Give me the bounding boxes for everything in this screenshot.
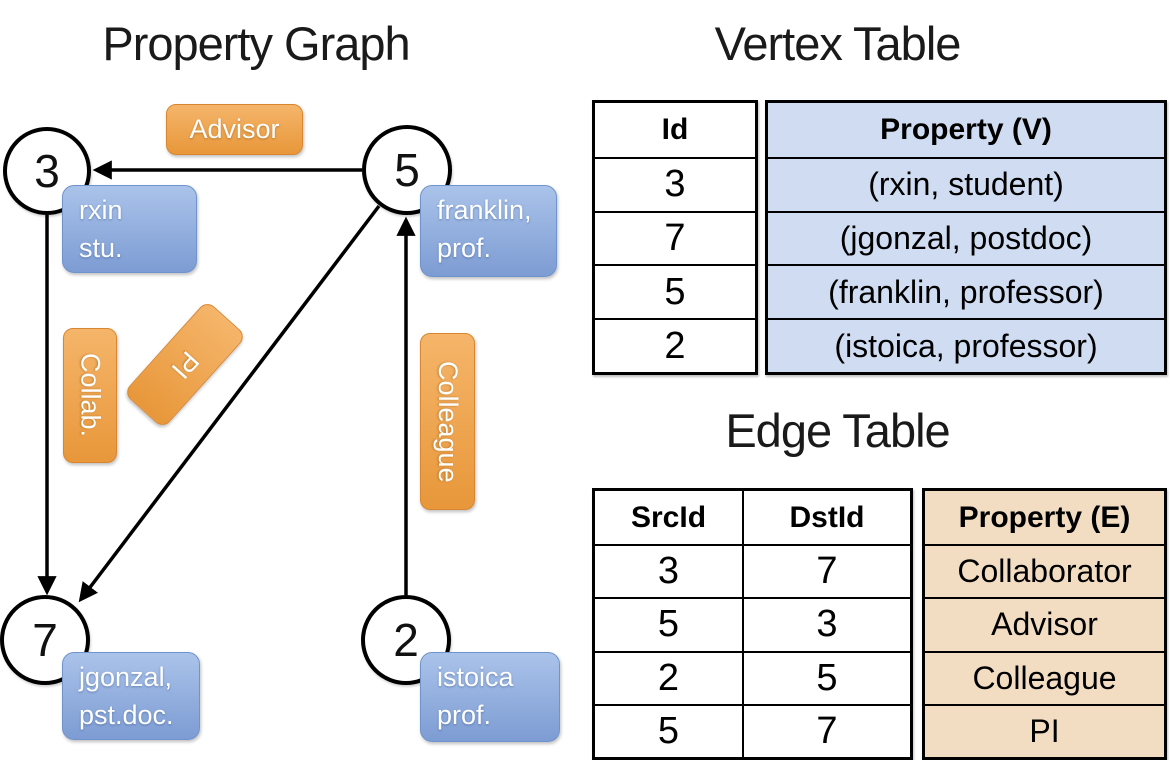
edge-label-advisor-text: Advisor bbox=[189, 114, 280, 144]
vertex-property-line: istoica bbox=[437, 662, 514, 692]
vertex-property-line: prof. bbox=[437, 700, 492, 730]
edge-table-dstid-cell: 3 bbox=[742, 597, 910, 651]
edge-table-srcid-cell: 5 bbox=[595, 597, 742, 650]
vertex-node-2: 2 bbox=[361, 595, 451, 685]
edge-label-collab-text: Collab. bbox=[75, 353, 106, 438]
vertex-table-id-cell: 2 bbox=[595, 318, 755, 372]
edge-line-pi bbox=[78, 204, 381, 603]
vertex-table-property-cell: (istoica, professor) bbox=[768, 318, 1164, 372]
edge-table-srcid-cell: 3 bbox=[595, 544, 742, 597]
edge-label-colleague: Colleague bbox=[420, 333, 475, 510]
edge-label-pi-text: PI bbox=[165, 345, 206, 385]
vertex-table-id-cell: 7 bbox=[595, 210, 755, 265]
vertex-property-box-2: istoica prof. bbox=[420, 652, 560, 742]
vertex-table-property-cell: (franklin, professor) bbox=[768, 264, 1164, 318]
vertex-table-id-cell: 3 bbox=[595, 156, 755, 211]
vertex-property-line: jgonzal, bbox=[79, 662, 173, 692]
vertex-table-id-column: Id 3 7 5 2 bbox=[592, 100, 758, 375]
edge-table-property-header: Property (E) bbox=[958, 500, 1131, 534]
vertex-property-line: stu. bbox=[79, 233, 123, 263]
edge-label-colleague-text: Colleague bbox=[433, 360, 463, 483]
edge-table-property-cell: Collaborator bbox=[925, 544, 1164, 597]
graph-edges-svg bbox=[37, 160, 416, 603]
property-graph-title: Property Graph bbox=[102, 17, 410, 70]
edge-table-property-cell: Colleague bbox=[925, 650, 1164, 704]
edge-table-dstid-cell: 5 bbox=[742, 650, 910, 704]
vertex-property-line: franklin, bbox=[437, 195, 532, 225]
edge-table-property-column: Property (E) Collaborator Advisor Collea… bbox=[922, 488, 1167, 760]
edge-table-dstid-cell: 7 bbox=[742, 544, 910, 598]
vertex-table-id-header: Id bbox=[661, 112, 689, 146]
vertex-property-box-3: rxin stu. bbox=[62, 185, 197, 273]
edge-table-property-cell: Advisor bbox=[925, 597, 1164, 650]
vertex-property-line: pst.doc. bbox=[79, 700, 174, 730]
edge-table-dstid-header: DstId bbox=[742, 491, 910, 545]
edge-table-property-cell: PI bbox=[925, 703, 1164, 757]
vertex-table-property-column: Property (V) (rxin, student) (jgonzal, p… bbox=[765, 100, 1167, 375]
edge-label-collab: Collab. bbox=[63, 328, 117, 463]
edge-table-dstid-cell: 7 bbox=[742, 703, 910, 757]
edge-table-srcid-header: SrcId bbox=[630, 500, 707, 534]
vertex-property-box-5: franklin, prof. bbox=[420, 185, 557, 277]
edge-table-srcid-cell: 2 bbox=[595, 650, 742, 704]
edge-table-srcid-cell: 5 bbox=[595, 703, 742, 757]
vertex-table-property-cell: (jgonzal, postdoc) bbox=[768, 210, 1164, 265]
vertex-table-property-cell: (rxin, student) bbox=[768, 156, 1164, 211]
vertex-table-id-cell: 5 bbox=[595, 264, 755, 318]
vertex-node-5: 5 bbox=[362, 125, 452, 215]
edge-label-advisor: Advisor bbox=[166, 104, 303, 155]
vertex-property-line: prof. bbox=[437, 233, 492, 263]
vertex-table-property-header: Property (V) bbox=[880, 112, 1052, 146]
vertex-property-line: rxin bbox=[79, 195, 123, 225]
edge-table-title: Edge Table bbox=[725, 404, 950, 457]
vertex-property-box-7: jgonzal, pst.doc. bbox=[62, 652, 200, 740]
vertex-table-title: Vertex Table bbox=[714, 17, 962, 70]
edge-table-id-columns: SrcId DstId 3 7 5 3 2 5 5 7 bbox=[592, 488, 913, 760]
